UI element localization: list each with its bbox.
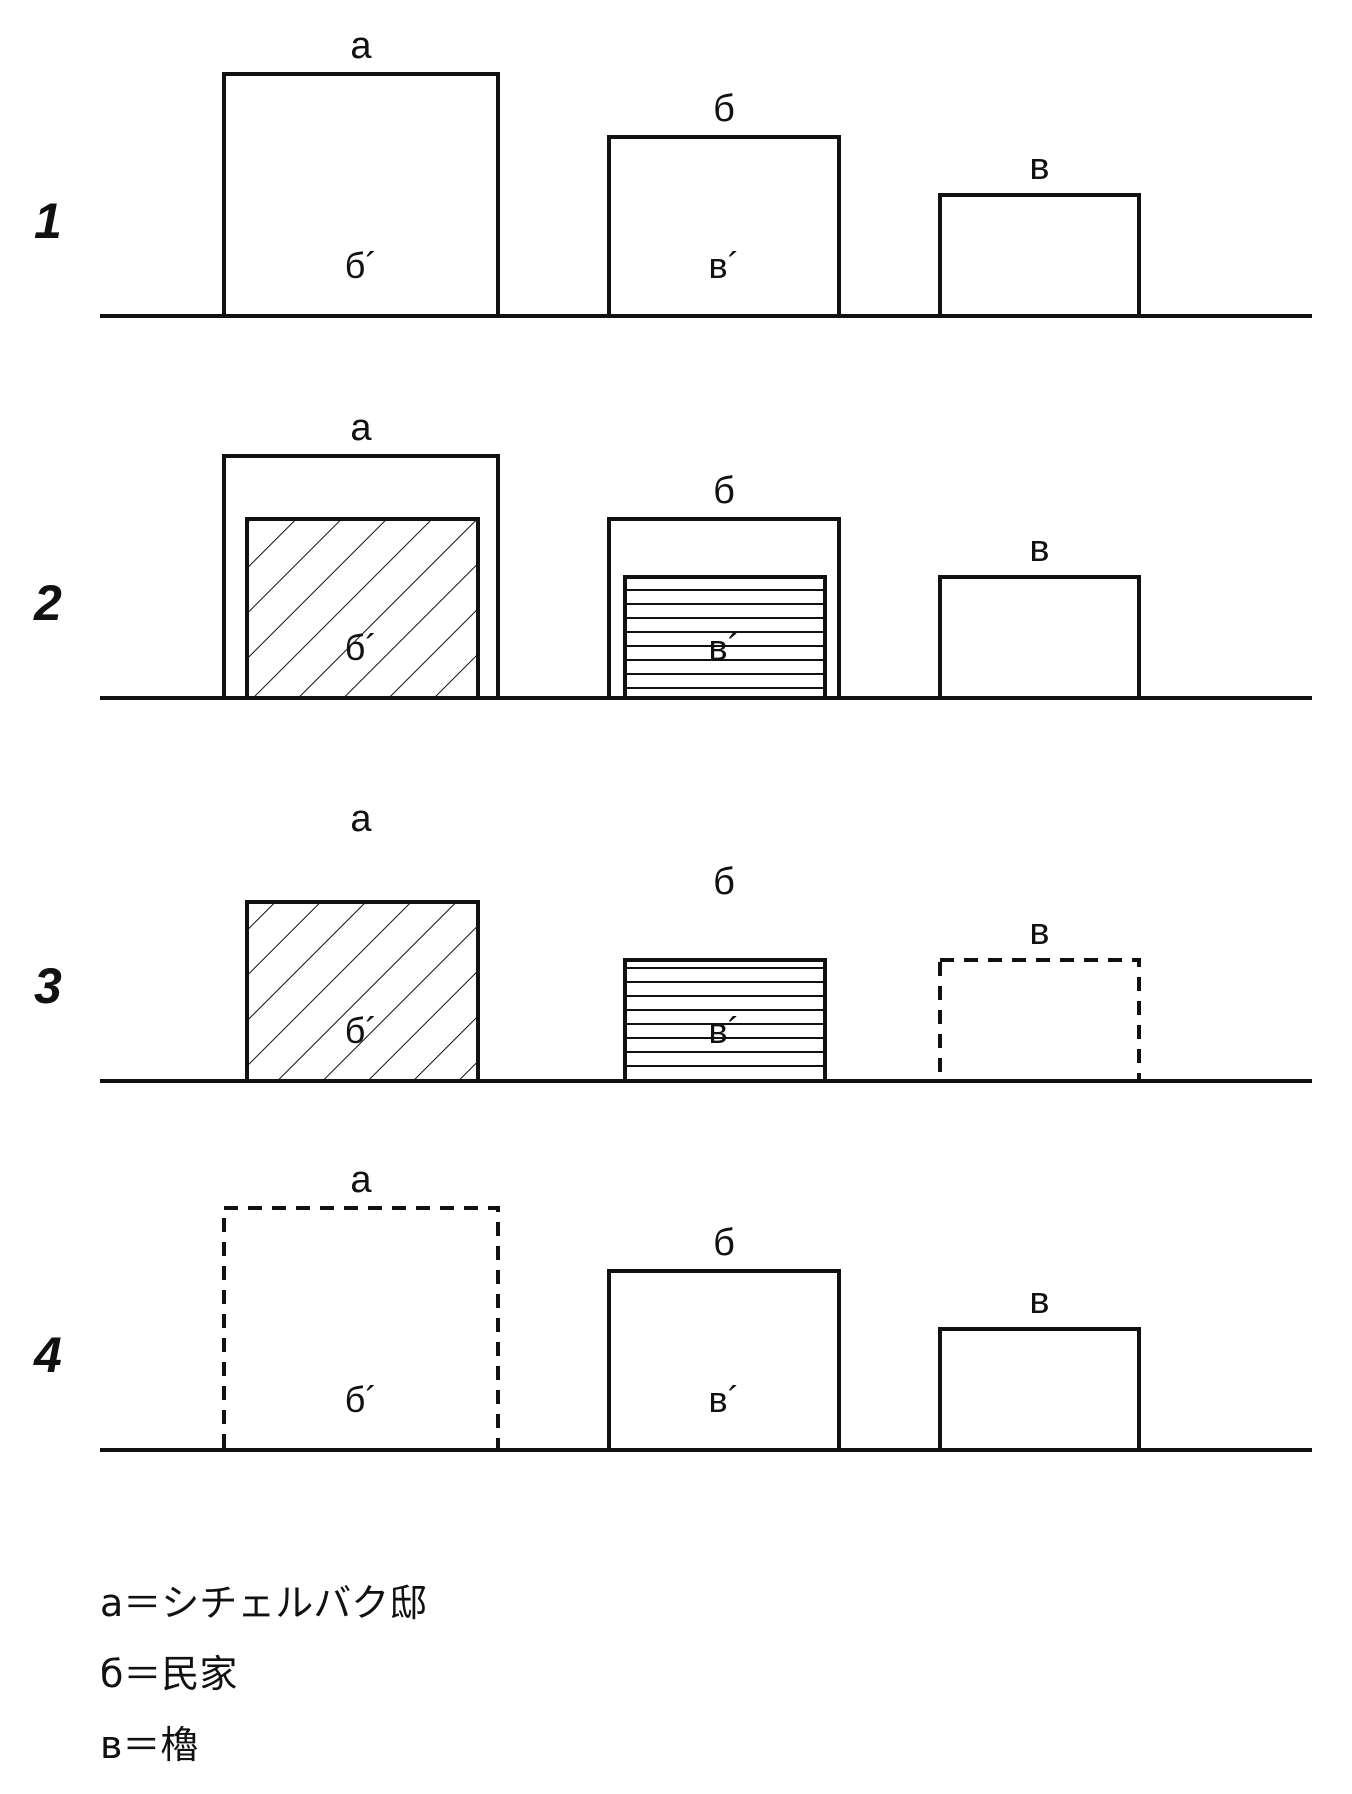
building-outline [607, 135, 841, 318]
building-inner-label: в´ [708, 1010, 739, 1051]
building-top-label: а [350, 407, 372, 449]
building-top-label: б [713, 861, 735, 903]
building-outline [938, 1327, 1141, 1452]
building-inner-label: б´ [345, 627, 378, 668]
building-top-label: а [350, 25, 372, 67]
row-number: 1 [34, 193, 62, 249]
building-inner-label: б´ [345, 1010, 378, 1051]
building-2: б в´ [623, 861, 827, 1083]
building-inner-label: б´ [345, 245, 378, 286]
building-outline [938, 575, 1141, 700]
legend-item-b: б＝民家 [100, 1652, 238, 1696]
row-4: 4 а б´ б в´ в [33, 1159, 1312, 1452]
row-3: 3 а б´ б в´ в [34, 798, 1312, 1083]
building-inner-label: в´ [708, 627, 739, 668]
row-number: 2 [33, 575, 62, 631]
building-inner-label: б´ [345, 1379, 378, 1420]
row-number: 3 [34, 958, 62, 1014]
building-3: в [938, 911, 1141, 1083]
inner-structure [623, 575, 827, 700]
building-3: в [938, 1280, 1141, 1452]
building-1: а б´ [222, 407, 500, 700]
row-number: 4 [33, 1327, 62, 1383]
legend-item-v: в＝櫓 [100, 1723, 199, 1767]
building-2: б в´ [607, 88, 841, 318]
building-top-label: б [713, 470, 735, 512]
legend-item-a: а＝シチェルバク邸 [100, 1581, 428, 1625]
demolished-outline [938, 958, 1141, 1083]
building-top-label: в [1029, 146, 1049, 188]
building-outline [938, 193, 1141, 318]
inner-structure [245, 517, 480, 700]
building-top-label: в [1029, 911, 1049, 953]
building-top-label: б [713, 88, 735, 130]
building-top-label: в [1029, 1280, 1049, 1322]
building-top-label: б [713, 1222, 735, 1264]
building-top-label: в [1029, 528, 1049, 570]
row-2: 2 а б´ б в´ в [33, 407, 1312, 700]
row-1: 1 а б´ б в´ в [34, 25, 1312, 318]
building-outline [607, 1269, 841, 1452]
building-inner-label: в´ [708, 245, 739, 286]
building-1: а б´ [222, 1159, 500, 1452]
building-outline [222, 72, 500, 318]
building-1: а б´ [245, 798, 480, 1083]
building-3: в [938, 528, 1141, 700]
building-top-label: а [350, 1159, 372, 1201]
demolished-outline [222, 1206, 500, 1452]
inner-structure [245, 900, 480, 1083]
inner-structure [623, 958, 827, 1083]
building-2: б в´ [607, 470, 841, 700]
building-top-label: а [350, 798, 372, 840]
building-2: б в´ [607, 1222, 841, 1452]
building-3: в [938, 146, 1141, 318]
building-1: а б´ [222, 25, 500, 318]
building-inner-label: в´ [708, 1379, 739, 1420]
